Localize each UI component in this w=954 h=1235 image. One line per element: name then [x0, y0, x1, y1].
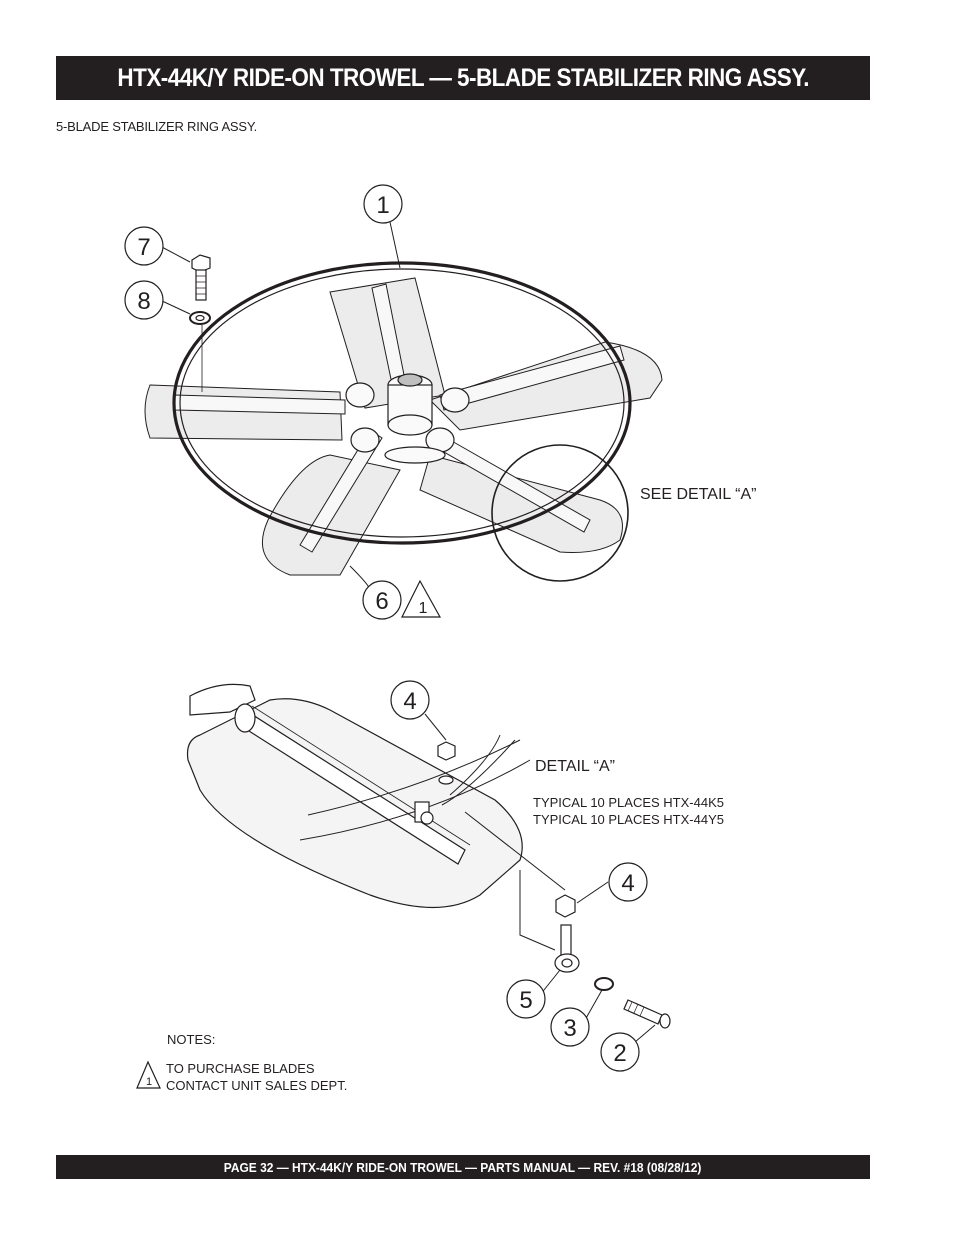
callout-1: 1 — [376, 192, 389, 219]
detail-a-label: DETAIL “A” — [535, 758, 616, 775]
center-hub — [345, 373, 470, 464]
note-1-line-1: TO PURCHASE BLADES — [166, 1061, 315, 1076]
callout-4-lower: 4 — [621, 870, 634, 897]
callout-2: 2 — [613, 1040, 626, 1067]
stabilizer-ring-inner — [179, 268, 625, 538]
detail-a-drawing — [186, 683, 671, 1043]
footer-bar: PAGE 32 — HTX-44K/Y RIDE-ON TROWEL — PAR… — [56, 1155, 870, 1179]
warning-triangle-number: 1 — [419, 600, 428, 617]
page-title-bar: HTX-44K/Y RIDE-ON TROWEL — 5-BLADE STABI… — [56, 56, 870, 100]
stabilizer-ring — [172, 261, 632, 545]
see-detail-label: SEE DETAIL “A” — [640, 486, 757, 503]
note-1: TO PURCHASE BLADES CONTACT UNIT SALES DE… — [166, 1060, 347, 1094]
upper-callouts — [124, 184, 442, 620]
detail-nut-upper — [437, 741, 456, 761]
notes-heading: NOTES: — [167, 1032, 216, 1047]
washer-upper — [189, 311, 211, 325]
typical-k5-label: TYPICAL 10 PLACES HTX-44K5 — [533, 795, 724, 810]
detail-cap-screw — [623, 999, 663, 1025]
page-title: HTX-44K/Y RIDE-ON TROWEL — 5-BLADE STABI… — [117, 63, 809, 92]
typical-y5-label: TYPICAL 10 PLACES HTX-44Y5 — [533, 812, 724, 827]
callout-8: 8 — [137, 288, 150, 315]
callout-numbers: 1 7 8 6 4 4 5 3 2 — [137, 192, 634, 1067]
footer-text: PAGE 32 — HTX-44K/Y RIDE-ON TROWEL — PAR… — [224, 1159, 702, 1175]
note-triangle-number: 1 — [146, 1076, 152, 1088]
callout-6: 6 — [375, 588, 388, 615]
callout-5: 5 — [519, 987, 532, 1014]
triangle-numbers: 1 1 — [146, 600, 428, 1088]
detail-callouts — [136, 680, 648, 1089]
callout-7: 7 — [137, 234, 150, 261]
callout-3: 3 — [563, 1015, 576, 1042]
note-1-line-2: CONTACT UNIT SALES DEPT. — [166, 1078, 348, 1093]
detail-circle — [491, 444, 629, 582]
bolt-upper — [191, 254, 211, 301]
section-title: 5-BLADE STABILIZER RING ASSY. — [56, 119, 258, 134]
callout-4-upper: 4 — [403, 688, 416, 715]
upper-assembly-drawing — [144, 221, 663, 591]
detail-nut-lower — [555, 894, 576, 918]
blade-front-right — [419, 454, 623, 553]
